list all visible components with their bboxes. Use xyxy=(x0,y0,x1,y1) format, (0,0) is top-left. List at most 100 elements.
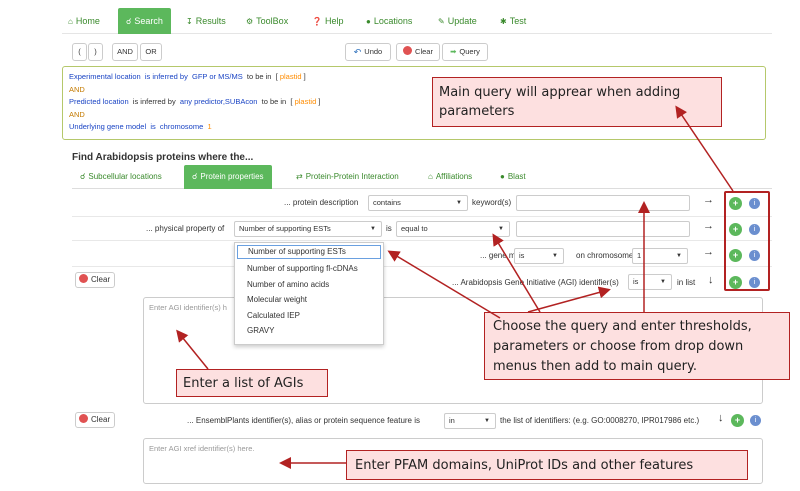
identifiers-label: the list of identifiers: (e.g. GO:000827… xyxy=(500,416,700,425)
in-list-label: in list xyxy=(677,278,696,287)
annotation-main-query: Main query will apprear when adding para… xyxy=(432,77,722,127)
arrow-dropdown xyxy=(387,250,501,319)
query-and-2: AND xyxy=(69,109,85,119)
physical-operator-select[interactable]: equal to▼ xyxy=(396,221,510,237)
tab-subcellular-locations[interactable]: ☌Subcellular locations xyxy=(80,165,162,189)
tab-protein-protein-interaction[interactable]: ⇄Protein-Protein Interaction xyxy=(296,165,399,189)
annotation-pfam: Enter PFAM domains, UniProt IDs and othe… xyxy=(346,450,748,480)
dropdown-option[interactable]: GRAVY xyxy=(247,326,275,335)
annotation-agi-list: Enter a list of AGIs xyxy=(176,369,328,397)
section-title: Find Arabidopsis proteins where the... xyxy=(72,152,254,163)
row-divider xyxy=(72,216,772,217)
arrow-right-icon: → xyxy=(703,220,714,232)
search-tabs: ☌Subcellular locations ☌Protein properti… xyxy=(72,165,772,189)
keywords-label: keyword(s) xyxy=(472,198,512,207)
chevron-down-icon: ▼ xyxy=(660,279,666,285)
info-icon[interactable]: i xyxy=(749,224,760,235)
is-label: is xyxy=(386,224,392,233)
dropdown-option[interactable]: Molecular weight xyxy=(247,295,308,304)
dropdown-option[interactable]: Number of amino acids xyxy=(247,279,330,289)
xref-label: ... EnsemblPlants identifier(s), alias o… xyxy=(187,416,421,425)
add-agi-button[interactable]: + xyxy=(729,276,742,289)
nav-test[interactable]: ✱Test xyxy=(500,8,526,34)
query-line-2: Predicted location is inferred by any pr… xyxy=(69,97,321,106)
clear-xref-button[interactable]: Clear xyxy=(75,412,116,428)
add-xref-button[interactable]: + xyxy=(731,414,744,427)
home-icon: ⌂ xyxy=(68,17,73,26)
tab-affiliations[interactable]: ⌂Affiliations xyxy=(428,165,472,189)
physical-property-select[interactable]: Number of supporting ESTs▼ xyxy=(234,221,382,237)
undo-icon: ↶ xyxy=(353,47,362,57)
physical-value-input[interactable] xyxy=(516,221,690,237)
nav-locations[interactable]: ●Locations xyxy=(366,8,412,34)
minus-circle-icon xyxy=(79,414,88,423)
nav-toolbox[interactable]: ⚙ToolBox xyxy=(246,8,288,34)
search-icon: ☌ xyxy=(192,172,198,181)
xref-operator-select[interactable]: in▼ xyxy=(444,413,496,429)
download-icon: ↧ xyxy=(186,17,193,26)
physical-property-dropdown: Number of supporting ESTs Number of supp… xyxy=(234,242,384,345)
protein-description-label: ... protein description xyxy=(284,198,359,207)
run-query-button[interactable]: ➡Query xyxy=(442,43,488,61)
chevron-down-icon: ▼ xyxy=(498,226,504,232)
tab-blast[interactable]: ●Blast xyxy=(500,165,526,189)
arrow-right-icon: → xyxy=(703,194,714,206)
nav-search[interactable]: ☌Search xyxy=(118,8,171,34)
arrow-agi-op xyxy=(527,286,611,313)
chevron-down-icon: ▼ xyxy=(676,253,682,259)
open-paren-button[interactable]: ( xyxy=(72,43,87,61)
chromosome-select[interactable]: 1▼ xyxy=(632,248,688,264)
globe-icon: ● xyxy=(366,17,371,26)
info-icon[interactable]: i xyxy=(749,277,760,288)
arrow-right-icon: ➡ xyxy=(450,47,457,56)
info-icon[interactable]: i xyxy=(749,198,760,209)
bomb-icon: ● xyxy=(500,172,505,181)
nav-results[interactable]: ↧Results xyxy=(186,8,226,34)
clear-query-button[interactable]: Clear xyxy=(396,43,440,61)
clear-agi-button[interactable]: Clear xyxy=(75,272,116,288)
dropdown-option[interactable]: Number of supporting ESTs xyxy=(237,245,381,259)
home-icon: ⌂ xyxy=(428,172,433,181)
tab-protein-properties[interactable]: ☌Protein properties xyxy=(184,165,272,189)
arrow-agi-list xyxy=(176,329,209,370)
close-paren-button[interactable]: ) xyxy=(88,43,103,61)
bug-icon: ✱ xyxy=(500,17,507,26)
nav-home[interactable]: ⌂Home xyxy=(68,8,100,34)
dropdown-option[interactable]: Number of supporting fl-cDNAs xyxy=(247,264,358,273)
top-nav: ⌂Home ☌Search ↧Results ⚙ToolBox ❓Help ●L… xyxy=(62,8,772,34)
exchange-icon: ⇄ xyxy=(296,172,303,181)
on-chromosome-label: on chromosome xyxy=(576,251,634,260)
arrow-down-icon: ↓ xyxy=(718,412,724,424)
and-button[interactable]: AND xyxy=(112,43,138,61)
cogs-icon: ⚙ xyxy=(246,17,254,26)
gene-model-operator-select[interactable]: is▼ xyxy=(514,248,564,264)
row-divider xyxy=(72,240,772,241)
dropdown-option[interactable]: Calculated IEP xyxy=(247,310,300,320)
chevron-down-icon: ▼ xyxy=(456,200,462,206)
undo-button[interactable]: ↶Undo xyxy=(345,43,391,61)
minus-circle-icon xyxy=(403,46,413,55)
search-icon: ☌ xyxy=(126,17,132,26)
nav-update[interactable]: ✎Update xyxy=(438,8,477,34)
add-physical-button[interactable]: + xyxy=(729,223,742,236)
arrow-right-icon: → xyxy=(703,246,714,258)
annotation-choose-query: Choose the query and enter thresholds, p… xyxy=(484,312,790,380)
or-button[interactable]: OR xyxy=(140,43,162,61)
info-icon[interactable]: i xyxy=(750,415,761,426)
nav-help[interactable]: ❓Help xyxy=(312,8,343,34)
row-divider xyxy=(72,266,772,267)
physical-property-label: ... physical property of xyxy=(146,224,225,233)
add-gene-model-button[interactable]: + xyxy=(729,249,742,262)
chevron-down-icon: ▼ xyxy=(484,418,490,424)
description-operator-select[interactable]: contains▼ xyxy=(368,195,468,211)
chevron-down-icon: ▼ xyxy=(552,253,558,259)
info-icon[interactable]: i xyxy=(749,250,760,261)
search-icon: ☌ xyxy=(80,172,86,181)
agi-operator-select[interactable]: is▼ xyxy=(628,274,672,290)
add-description-button[interactable]: + xyxy=(729,197,742,210)
arrow-down-icon: ↓ xyxy=(708,274,714,286)
query-and-1: AND xyxy=(69,84,85,94)
query-line-1: Experimental location is inferred by GFP… xyxy=(69,72,306,81)
arrow-operator xyxy=(492,233,541,313)
